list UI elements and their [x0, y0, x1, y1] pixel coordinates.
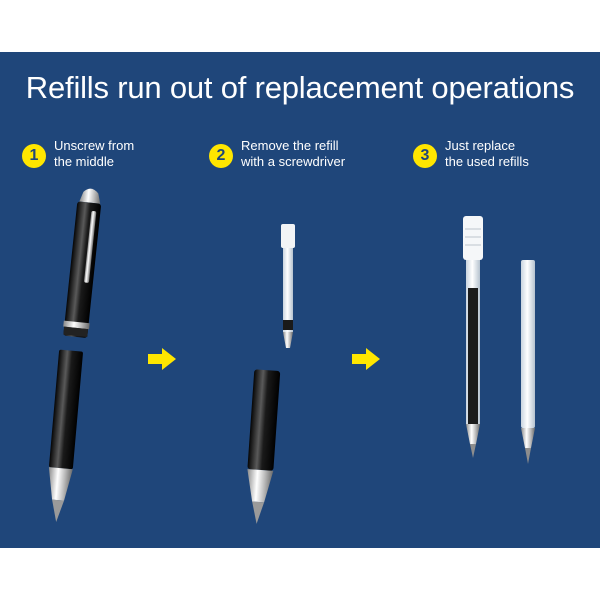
refill-icon — [463, 216, 483, 458]
step-number-badge: 3 — [413, 144, 437, 168]
step-number-badge: 1 — [22, 144, 46, 168]
step-line-2: with a screwdriver — [241, 154, 346, 169]
step-line-1: Remove the refill — [241, 138, 339, 153]
refill-icon — [281, 224, 295, 348]
instruction-banner: Refills run out of replacement operation… — [0, 52, 600, 548]
step-description: Just replace the used refills — [445, 138, 529, 170]
arrow-right-icon — [352, 348, 380, 370]
step-number-badge: 2 — [209, 144, 233, 168]
pen-icon — [247, 369, 281, 524]
step-line-2: the middle — [54, 154, 114, 169]
step-description: Remove the refill with a screwdriver — [241, 138, 345, 170]
pen-icon — [48, 188, 101, 523]
step-line-1: Just replace — [445, 138, 516, 153]
banner-title: Refills run out of replacement operation… — [25, 70, 575, 105]
illustration — [48, 188, 535, 524]
arrow-right-icon — [148, 348, 176, 370]
step-line-2: the used refills — [445, 154, 529, 169]
refill-icon — [521, 260, 535, 464]
step-description: Unscrew from the middle — [54, 138, 134, 170]
step-line-1: Unscrew from — [54, 138, 135, 153]
